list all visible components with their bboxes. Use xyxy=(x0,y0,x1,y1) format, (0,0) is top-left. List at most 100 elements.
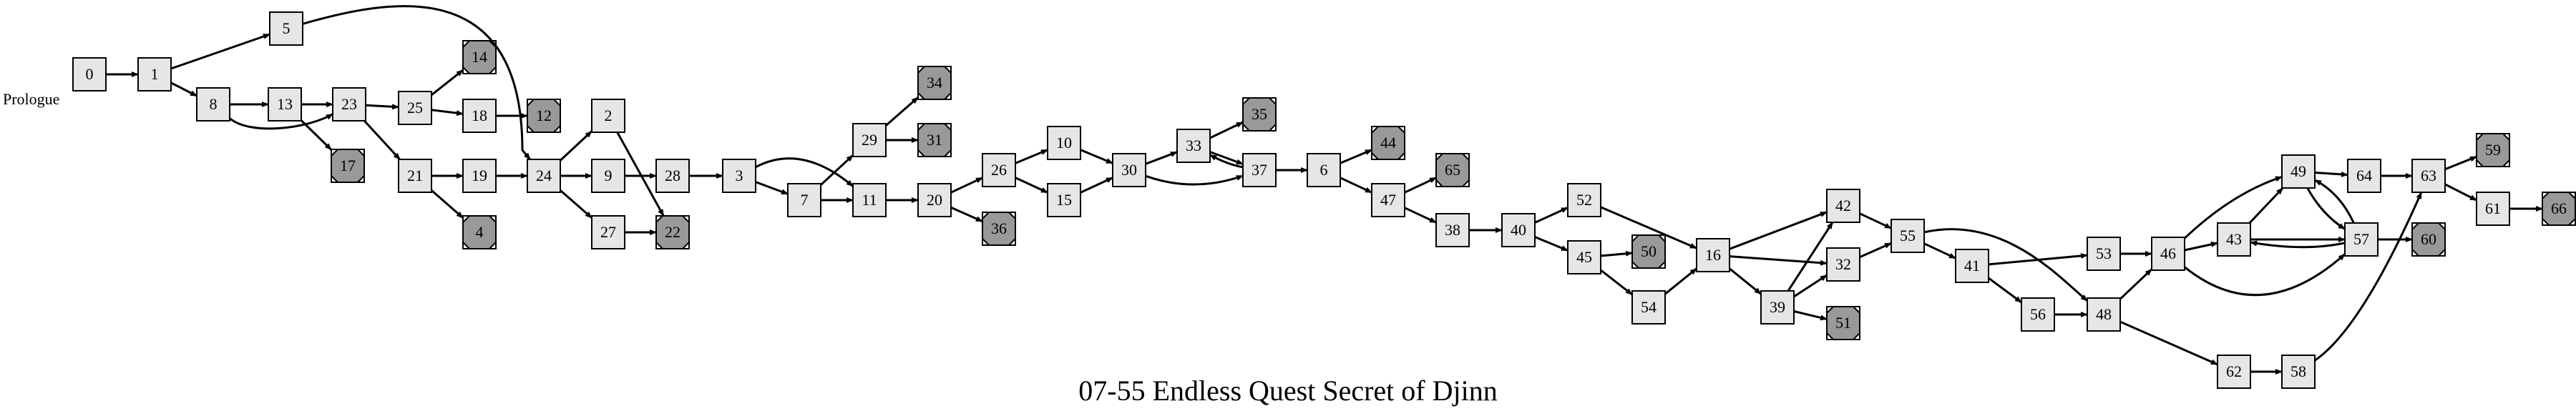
node-box xyxy=(2344,222,2379,257)
edge-25-to-14 xyxy=(431,69,464,96)
start-label: Prologue xyxy=(3,90,59,108)
node-label: 23 xyxy=(341,95,357,113)
ending-node-22: 22 xyxy=(655,215,690,249)
ending-node-frame xyxy=(917,123,952,157)
node-label: 11 xyxy=(862,191,877,209)
edge-26-to-15 xyxy=(1015,177,1048,194)
node-box xyxy=(268,87,302,122)
edge-39-to-51 xyxy=(1793,310,1828,321)
node-box xyxy=(852,183,887,217)
node-40: 40 xyxy=(1501,213,1536,247)
node-43: 43 xyxy=(2217,222,2251,257)
node-label: 20 xyxy=(927,191,942,209)
node-21: 21 xyxy=(398,159,432,193)
ending-node-65: 65 xyxy=(1435,153,1470,187)
edge-57-to-43 xyxy=(2250,240,2346,249)
edge-23-to-21 xyxy=(364,119,401,161)
node-label: 29 xyxy=(862,131,877,149)
edge-42-to-55 xyxy=(1859,212,1892,229)
ending-node-frame xyxy=(2411,222,2446,257)
node-39: 39 xyxy=(1760,290,1795,325)
node-box xyxy=(1501,213,1536,247)
node-label: 13 xyxy=(277,95,293,113)
node-box xyxy=(1826,189,1860,223)
node-53: 53 xyxy=(2087,237,2121,271)
node-3: 3 xyxy=(722,159,756,193)
edge-15-to-30 xyxy=(1080,177,1113,194)
node-label: 50 xyxy=(1641,242,1657,260)
node-label: 42 xyxy=(1835,197,1851,214)
node-label: 19 xyxy=(472,167,487,184)
ending-node-frame xyxy=(1435,153,1470,187)
node-label: 10 xyxy=(1056,134,1072,152)
node-label: 37 xyxy=(1252,161,1267,179)
node-box xyxy=(196,87,230,122)
node-label: 9 xyxy=(605,167,613,184)
node-label: 16 xyxy=(1705,246,1721,264)
node-30: 30 xyxy=(1112,153,1146,187)
node-box xyxy=(1242,153,1277,187)
node-label: 4 xyxy=(476,223,484,241)
node-box xyxy=(527,159,561,193)
node-label: 27 xyxy=(600,223,616,241)
edge-46-to-49 xyxy=(2183,176,2283,239)
diagram-title: 07-55 Endless Quest Secret of Djinn xyxy=(1078,375,1497,407)
node-label: 38 xyxy=(1445,221,1460,239)
node-label: 45 xyxy=(1576,248,1592,266)
node-label: 66 xyxy=(2551,199,2567,217)
ending-node-frame xyxy=(331,149,365,183)
edge-3-to-7 xyxy=(755,181,789,195)
edge-39-to-42 xyxy=(1787,222,1834,292)
ending-node-14: 14 xyxy=(462,40,497,74)
edge-49-to-64 xyxy=(2314,171,2348,177)
ending-node-frame xyxy=(2542,192,2576,226)
node-label: 44 xyxy=(1380,134,1396,152)
node-box xyxy=(917,183,952,217)
edge-41-to-56 xyxy=(1988,277,2022,304)
ending-node-frame xyxy=(655,215,690,249)
edge-5-to-24 xyxy=(302,5,531,160)
node-label: 26 xyxy=(991,161,1007,179)
node-25: 25 xyxy=(398,91,432,125)
node-5: 5 xyxy=(269,11,303,46)
edge-58-to-63 xyxy=(2314,192,2423,362)
node-label: 39 xyxy=(1770,298,1785,316)
node-label: 24 xyxy=(536,167,552,184)
node-box xyxy=(1112,153,1146,187)
edge-16-to-32 xyxy=(1729,255,1828,266)
node-label: 41 xyxy=(1964,257,1980,274)
node-box xyxy=(1826,247,1860,282)
node-61: 61 xyxy=(2476,192,2510,226)
node-label: 12 xyxy=(536,107,552,124)
ending-node-31: 31 xyxy=(917,123,952,157)
edge-33-to-37 xyxy=(1209,151,1244,165)
ending-node-50: 50 xyxy=(1631,234,1666,269)
edge-6-to-47 xyxy=(1340,177,1372,194)
edge-55-to-41 xyxy=(1923,242,1956,259)
node-label: 17 xyxy=(340,157,356,174)
node-box xyxy=(1307,153,1341,187)
node-label: 52 xyxy=(1576,191,1592,209)
ending-node-35: 35 xyxy=(1242,97,1277,132)
edge-63-to-61 xyxy=(2444,183,2477,202)
ending-node-66: 66 xyxy=(2542,192,2576,226)
node-box xyxy=(2151,237,2185,271)
node-13: 13 xyxy=(268,87,302,122)
node-46: 46 xyxy=(2151,237,2185,271)
node-box xyxy=(2087,237,2121,271)
edge-49-to-57 xyxy=(2306,187,2346,230)
node-box xyxy=(2217,355,2251,389)
ending-node-44: 44 xyxy=(1371,126,1405,160)
node-box xyxy=(462,99,497,133)
node-box xyxy=(2347,159,2381,193)
node-label: 32 xyxy=(1835,255,1851,273)
node-2: 2 xyxy=(591,99,625,133)
node-label: 48 xyxy=(2096,305,2112,323)
edge-26-to-10 xyxy=(1015,149,1048,164)
node-label: 3 xyxy=(736,167,743,184)
node-box xyxy=(137,57,172,91)
node-box xyxy=(398,91,432,125)
node-box xyxy=(2476,192,2510,226)
node-38: 38 xyxy=(1435,213,1470,247)
